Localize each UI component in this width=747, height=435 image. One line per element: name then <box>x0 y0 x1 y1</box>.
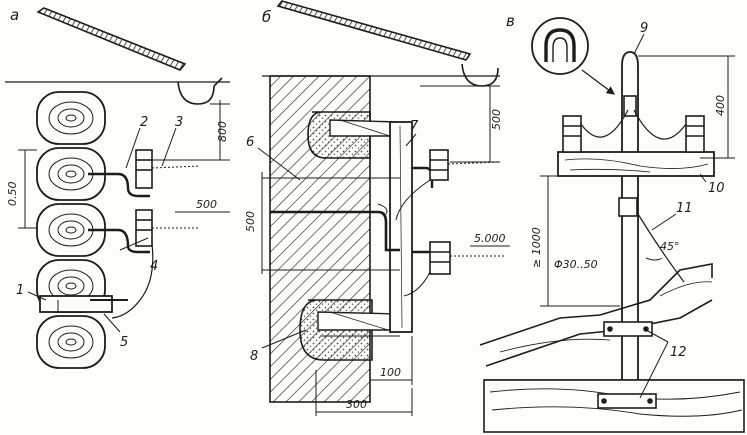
insulator-middle <box>135 209 153 247</box>
pole <box>621 51 639 432</box>
dim-5000: 5.000 <box>474 232 506 245</box>
dim-100: 100 <box>380 366 401 379</box>
pole-clamp-base <box>597 393 657 409</box>
dim-400: 400 <box>714 95 727 116</box>
insulator-b-upper <box>429 149 449 181</box>
pole-clamp-roof <box>603 321 653 337</box>
gutter-a <box>177 81 215 105</box>
pipe-end-detail <box>531 17 589 75</box>
insulator-b-lower <box>429 241 451 275</box>
panel-label-a: а <box>10 6 19 24</box>
label-10: 10 <box>708 181 725 196</box>
label-4: 4 <box>150 259 158 274</box>
label-12: 12 <box>670 345 687 360</box>
gutter-b <box>461 63 499 87</box>
panel-label-v: в <box>506 12 515 30</box>
dim-diameter: Φ30..50 <box>554 258 598 271</box>
dim-500-top: 500 <box>490 109 503 130</box>
insulator-upper <box>135 149 153 189</box>
bushing-a <box>39 295 113 313</box>
label-7: 7 <box>410 119 419 134</box>
dim-angle: 45° <box>660 240 680 253</box>
label-6: 6 <box>246 135 254 150</box>
label-8: 8 <box>250 349 258 364</box>
insulator-v-right <box>685 115 705 153</box>
hook-upper <box>88 172 150 198</box>
label-11: 11 <box>676 201 693 216</box>
dim-300: 300 <box>346 398 367 411</box>
label-9: 9 <box>640 21 648 36</box>
dim-800: 800 <box>216 121 229 142</box>
label-3: 3 <box>175 115 183 130</box>
pole-clamp-mid <box>618 197 638 217</box>
panel-a-log-wall: а <box>5 6 230 369</box>
hook-middle <box>88 228 150 254</box>
panel-label-b: б <box>262 8 271 26</box>
drop-wire-a <box>111 243 154 319</box>
dim-500-a: 500 <box>196 198 217 211</box>
guy-wire <box>637 213 685 283</box>
traverse <box>557 151 715 177</box>
label-2: 2 <box>140 115 148 130</box>
roof-boards <box>479 263 745 433</box>
roof-a <box>36 7 187 71</box>
label-5: 5 <box>120 335 128 350</box>
panel-v-roof-pole: в 400 ≥ 1000 Φ30..50 <box>479 12 745 433</box>
panel-b-masonry-wall: б <box>244 0 510 416</box>
insulator-v-left <box>562 115 582 153</box>
dim-500-side: 500 <box>244 211 257 232</box>
roof-b <box>276 0 472 61</box>
conduit-b <box>270 210 400 252</box>
dim-050: 0.50 <box>6 182 19 207</box>
label-1: 1 <box>16 283 24 298</box>
dim-1000: ≥ 1000 <box>530 227 543 268</box>
